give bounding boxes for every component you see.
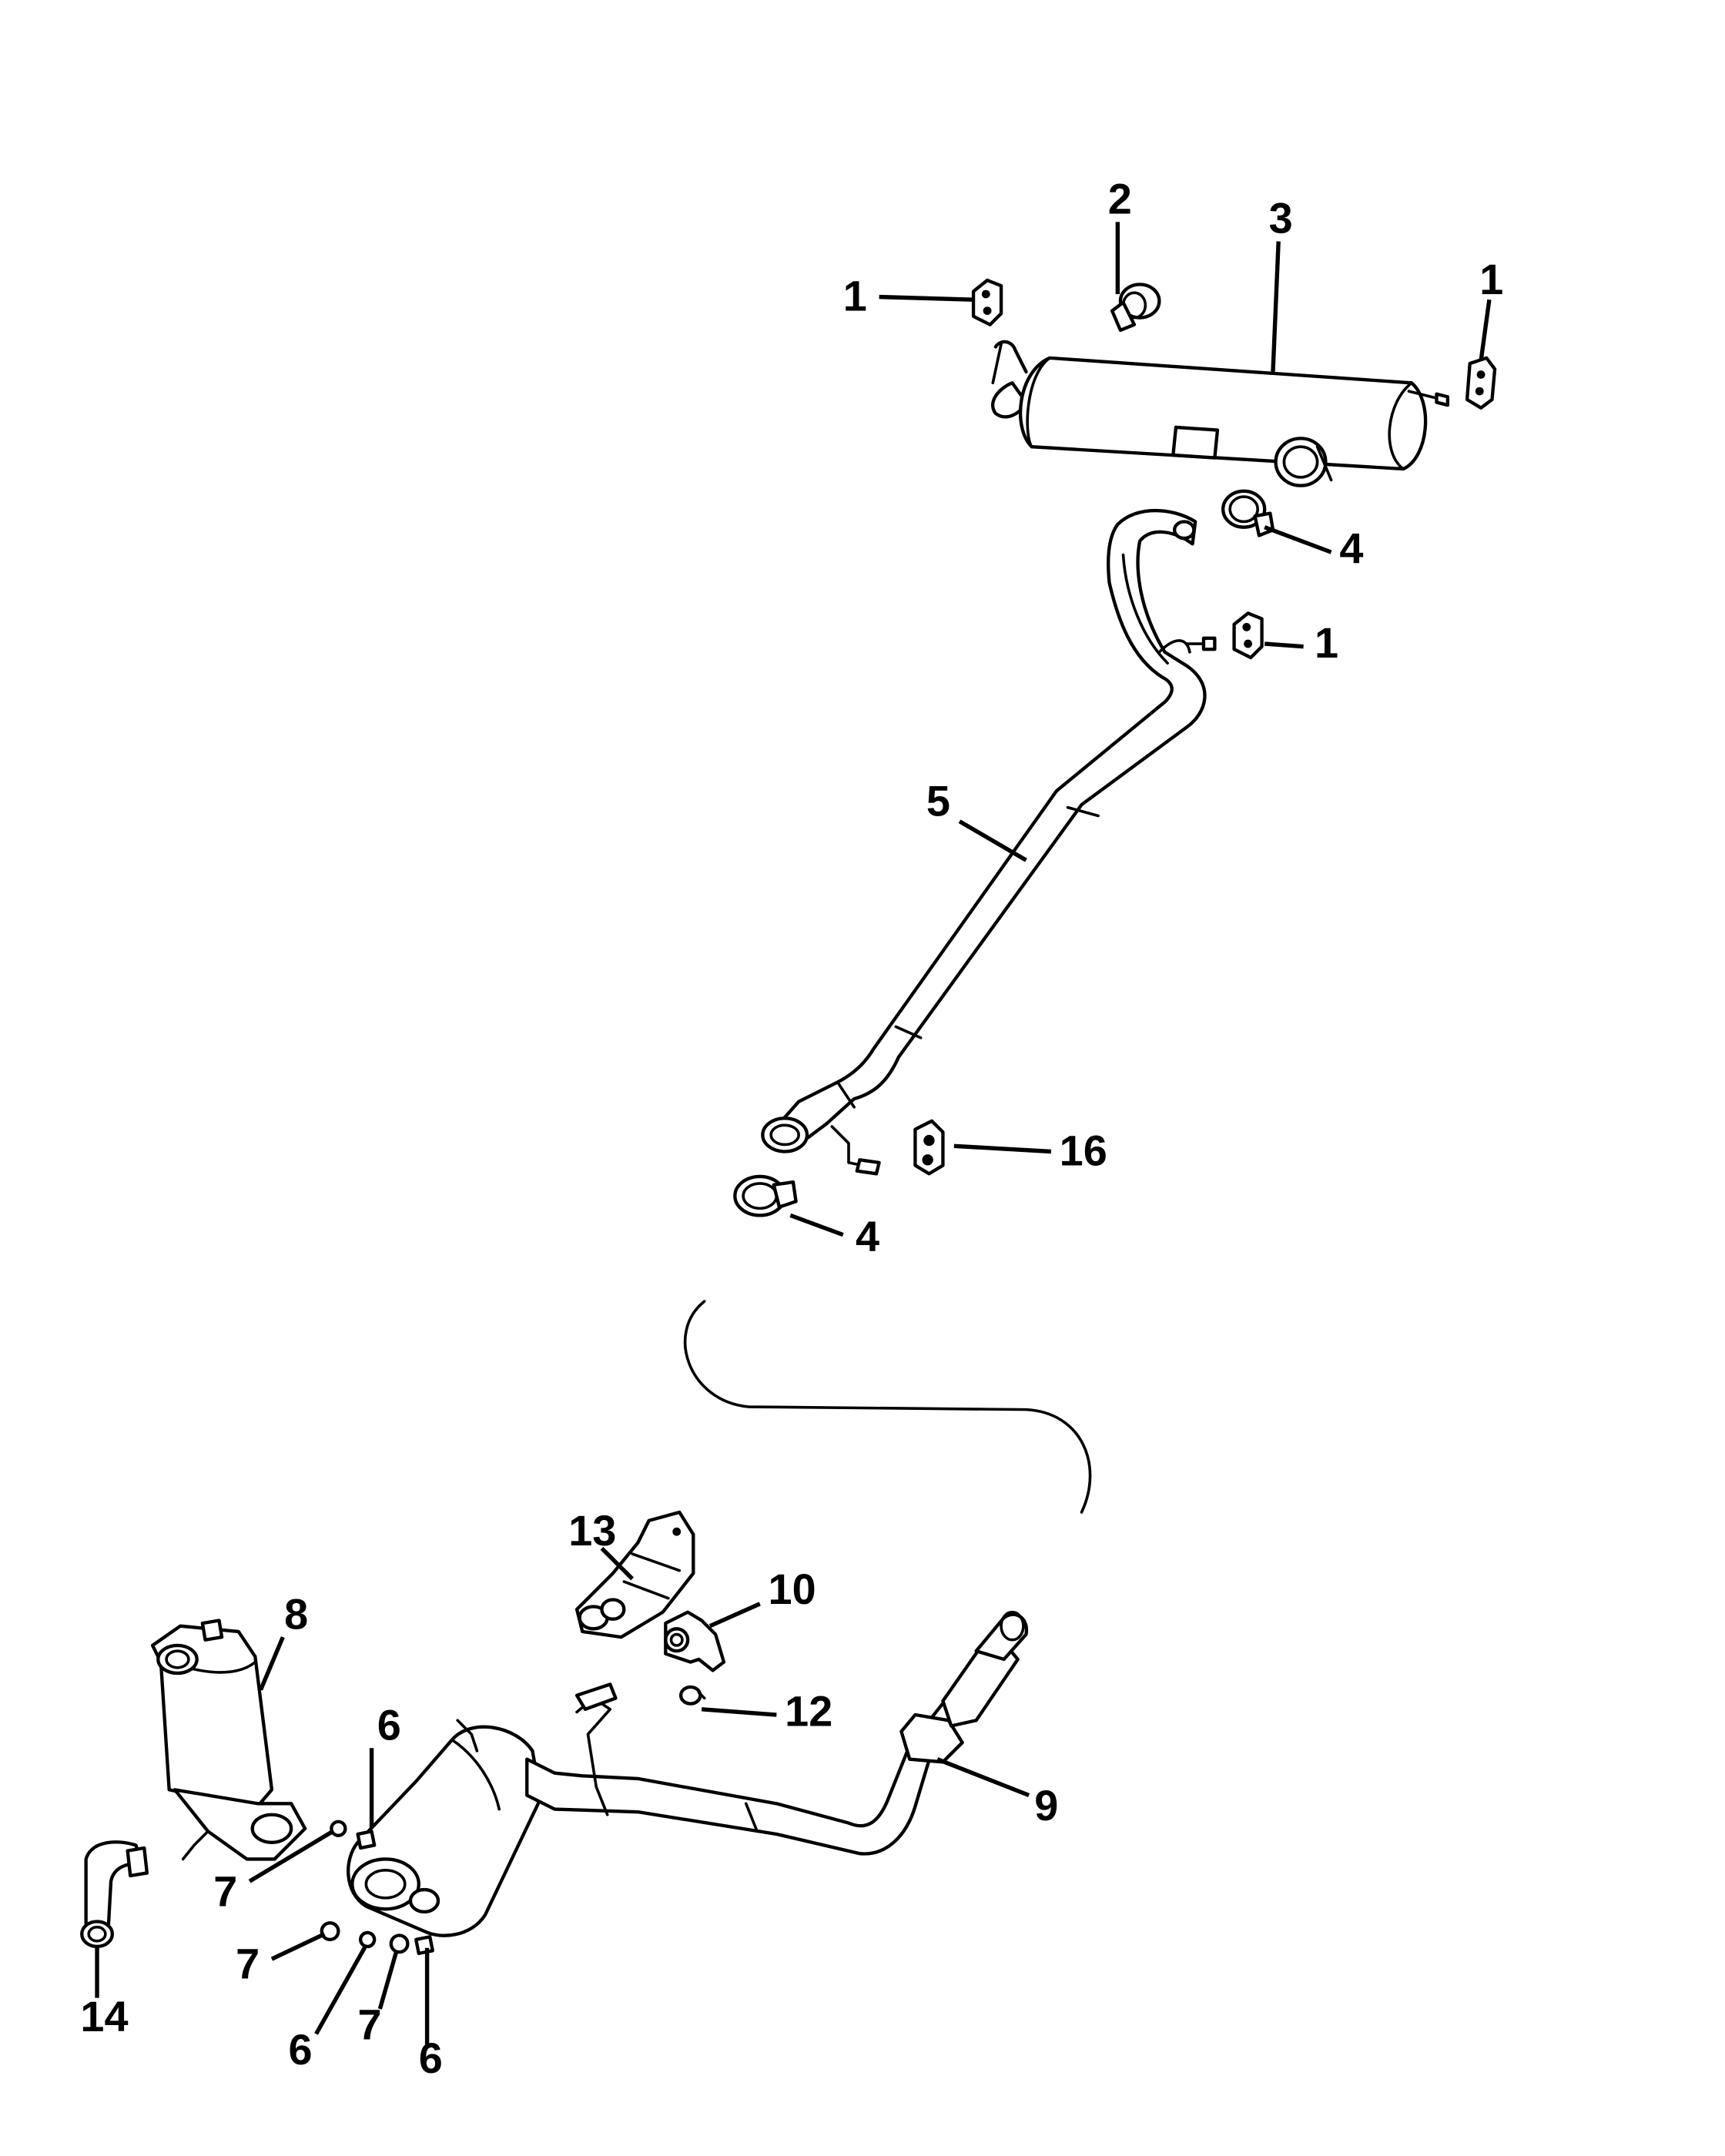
- callout-1-top-right: 1: [1479, 255, 1503, 303]
- callout-7-upper: 7: [213, 1867, 237, 1916]
- rubber-hanger-part-1-top-left: [971, 278, 1003, 326]
- callout-4-lower: 4: [856, 1212, 879, 1260]
- heat-shield-part-13: [574, 1510, 695, 1639]
- callout-6-upper: 6: [377, 1700, 401, 1749]
- callout-8: 8: [284, 1589, 308, 1638]
- rubber-isolator-part-16: [913, 1119, 945, 1176]
- assembly-break-curve: [683, 1300, 1092, 1514]
- callout-labels: 1 2 3 1 4 1 5 16 4 13 10 8 12 6 9 7 7 7 …: [80, 174, 1503, 2081]
- callout-2: 2: [1108, 174, 1132, 223]
- muffler-part-3: [991, 340, 1450, 487]
- callout-7-lower: 7: [358, 2000, 382, 2049]
- callout-6-lower-left: 6: [289, 2025, 313, 2074]
- isolator-bracket-part-10: [664, 1610, 726, 1672]
- callout-10: 10: [769, 1565, 816, 1613]
- catalytic-converter-part-8: [150, 1619, 307, 1861]
- callout-5: 5: [926, 776, 950, 825]
- leader-lines: [95, 222, 1492, 2045]
- bolt-part-12: [678, 1685, 706, 1706]
- callout-6-lower-right: 6: [419, 2034, 443, 2082]
- isolator-part-2: [1110, 283, 1161, 332]
- rubber-hanger-part-1-middle: [1232, 611, 1264, 660]
- callout-7-left: 7: [236, 1939, 260, 1987]
- callout-14: 14: [80, 1992, 128, 2040]
- front-pipe-muffler-assembly-part-9: [347, 1610, 1029, 1937]
- callout-4-upper: 4: [1339, 524, 1363, 573]
- rubber-hanger-part-1-top-right: [1465, 356, 1497, 410]
- callout-16: 16: [1060, 1126, 1107, 1174]
- callout-1-middle: 1: [1315, 618, 1338, 667]
- callout-13: 13: [568, 1506, 616, 1555]
- clamp-part-4-lower: [733, 1174, 798, 1217]
- callout-3: 3: [1269, 194, 1293, 243]
- callout-1-top-left: 1: [843, 272, 867, 320]
- callout-12: 12: [785, 1686, 832, 1735]
- intermediate-pipe-part-5: [761, 509, 1217, 1176]
- pipe-elbow-part-14: [80, 1840, 149, 1949]
- callout-9: 9: [1034, 1781, 1058, 1830]
